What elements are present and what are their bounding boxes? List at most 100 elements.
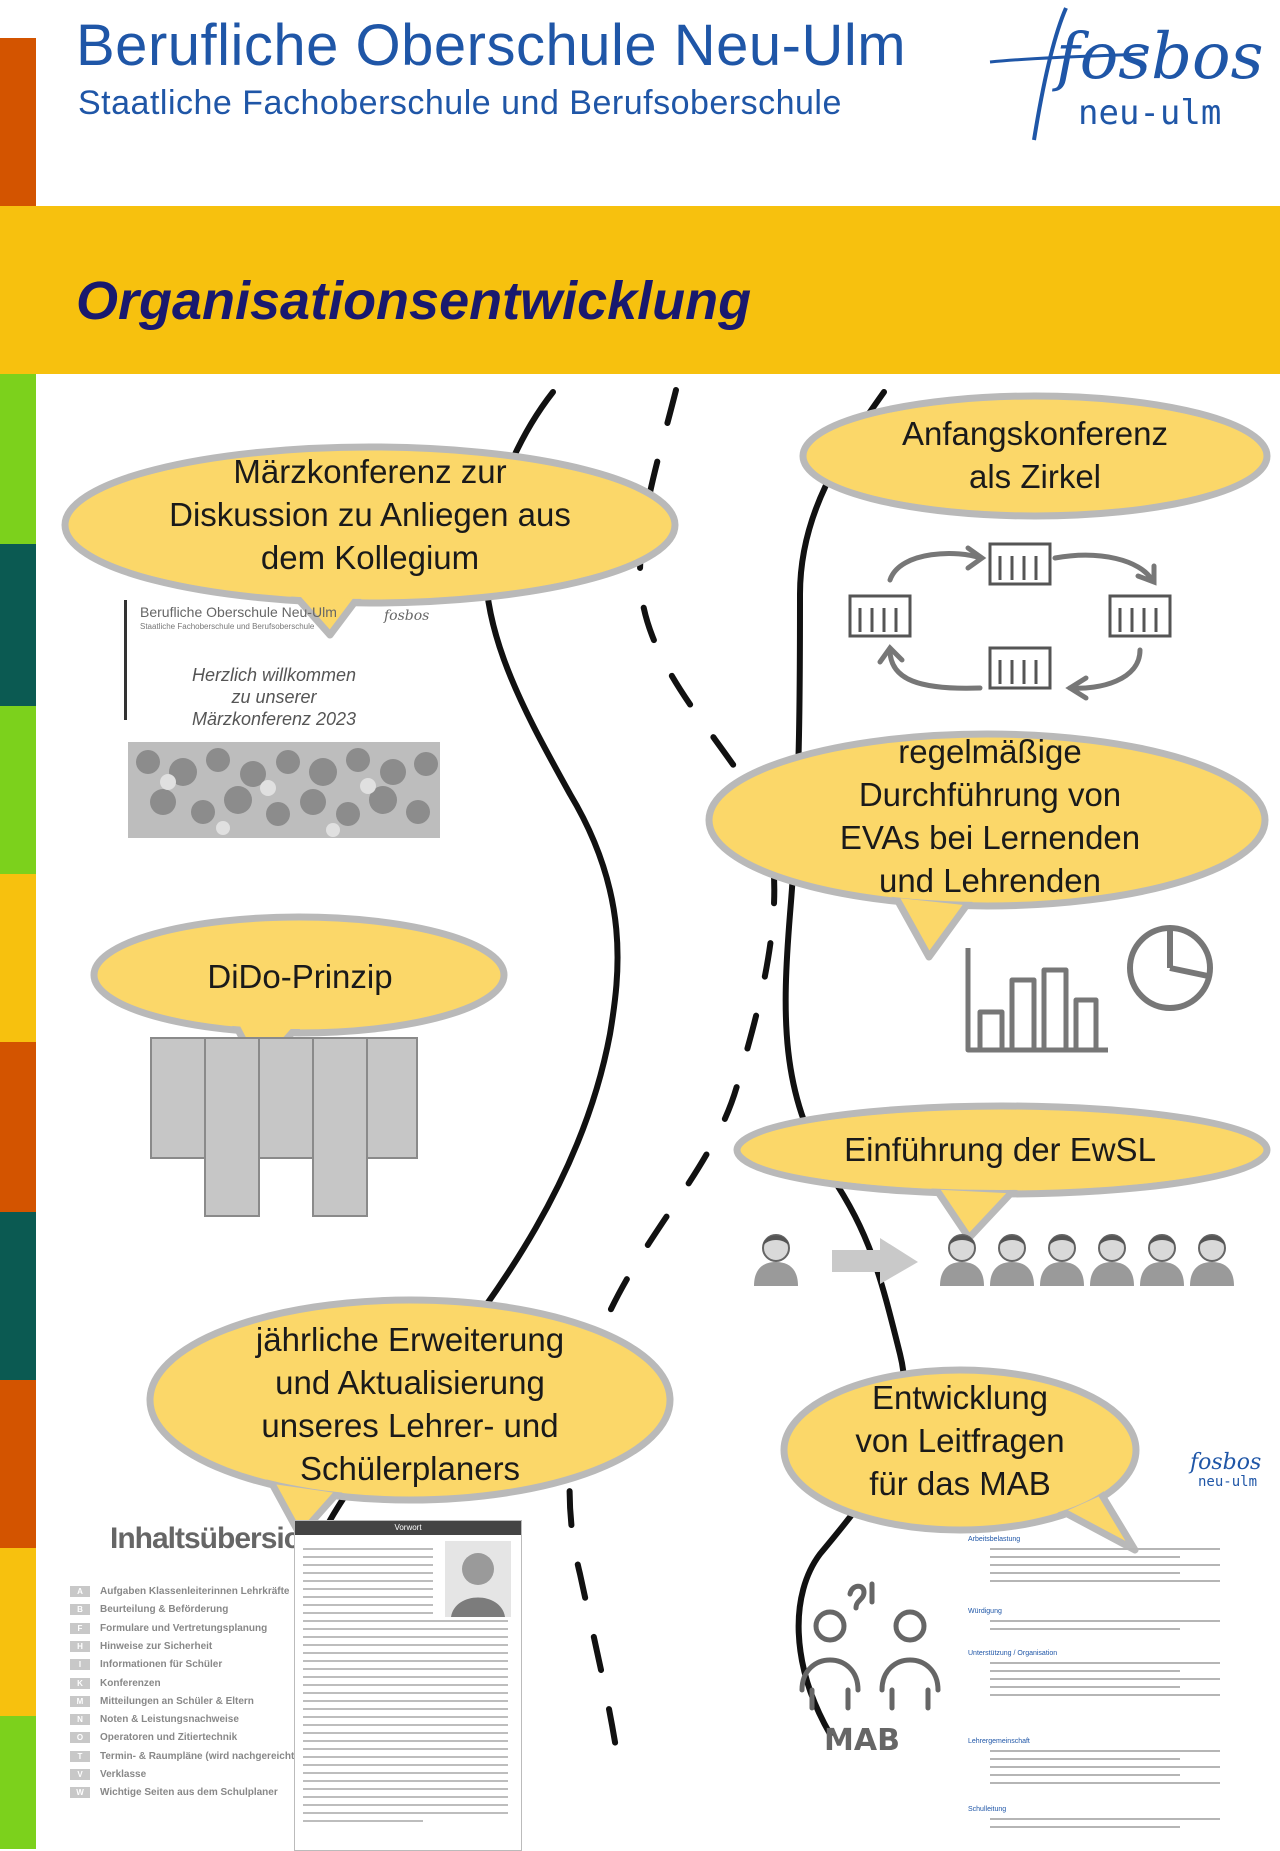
toc-item: I Informationen für Schüler (70, 1659, 222, 1670)
fosbos-logo: fosbos neu-ulm (989, 7, 1263, 141)
mab-text-line (990, 1564, 1220, 1566)
mab-text-line (990, 1686, 1180, 1688)
invitation-slide: Berufliche Oberschule Neu-Ulm Staatliche… (124, 600, 444, 840)
toc-item: T Termin- & Raumpläne (wird nachgereicht) (70, 1750, 298, 1762)
toc-item: B Beurteilung & Beförderung (70, 1604, 228, 1615)
mab-text-line (990, 1628, 1180, 1630)
mab-text-line (990, 1620, 1220, 1622)
toc-item-label: Hinweise zur Sicherheit (100, 1641, 213, 1653)
side-stripe-8 (0, 1380, 36, 1548)
bubble-leitfragen (780, 1366, 1140, 1554)
page-title: Organisationsentwicklung (76, 271, 752, 331)
invitation-logo: fosbos (384, 608, 430, 624)
toc-item-key: K (70, 1677, 90, 1689)
toc-item: M Mitteilungen an Schüler & Eltern (70, 1695, 254, 1707)
bubble-ewsl (733, 1102, 1271, 1242)
mab-logo-top: fosbos (1190, 1450, 1262, 1475)
circle-arrows-icon (848, 542, 1172, 701)
vorwort-header: Vorwort (295, 1521, 521, 1535)
mab-section-heading: Schulleitung (968, 1806, 1007, 1813)
toc-item: N Noten & Leistungsnachweise (70, 1714, 239, 1725)
bubble-evas (705, 730, 1269, 961)
toc-item-label: Informationen für Schüler (100, 1659, 223, 1671)
toc-item-key: F (70, 1622, 90, 1634)
side-stripe-10 (0, 1716, 36, 1849)
toc-item-key: A (70, 1586, 90, 1597)
side-stripe-6 (0, 1042, 36, 1212)
mab-text-line (990, 1750, 1220, 1752)
toc-item-label: Noten & Leistungsnachweise (100, 1714, 239, 1726)
mab-section-heading: Lehrergemeinschaft (968, 1738, 1030, 1745)
arrow-right-icon (832, 1238, 918, 1284)
invitation-school-sub: Staatliche Fachoberschule und Berufsober… (140, 622, 315, 631)
mab-sketch-icon: MAB (799, 1581, 941, 1758)
logo-bottom-text: neu-ulm (1078, 93, 1221, 133)
logo-top-text: fosbos (1052, 20, 1263, 94)
toc-item-label: Verklasse (100, 1769, 147, 1781)
toc-item: V Verklasse (70, 1769, 146, 1780)
toc-item-label: Konferenzen (100, 1677, 161, 1689)
mab-text-line (990, 1662, 1220, 1664)
side-stripe-1 (0, 38, 36, 206)
toc-title: Inhaltsübersicht (110, 1522, 327, 1555)
side-stripe-7 (0, 1212, 36, 1380)
toc-item-label: Beurteilung & Beförderung (100, 1604, 229, 1616)
mab-text-line (990, 1818, 1220, 1820)
mab-document: fosbos neu-ulm (966, 1450, 1266, 1849)
mab-logo-bottom: neu-ulm (1198, 1474, 1258, 1490)
invitation-school: Berufliche Oberschule Neu-Ulm (140, 604, 337, 620)
toc-item-label: Operatoren und Zitiertechnik (100, 1732, 238, 1744)
bubble-ewsl-text: Einführung der EwSL (844, 1131, 1156, 1168)
bar-chart-icon (965, 948, 1108, 1053)
toc-item-key: N (70, 1714, 90, 1726)
mab-text-line (990, 1548, 1220, 1550)
mab-text-line (990, 1678, 1220, 1680)
toc-item-label: Aufgaben Klassenleiterinnen Lehrkräfte (100, 1586, 290, 1598)
toc-item-key: W (70, 1787, 90, 1799)
toc-item: H Hinweise zur Sicherheit (70, 1640, 213, 1653)
toc-item-label: Mitteilungen an Schüler & Eltern (100, 1695, 254, 1707)
bubble-dido (90, 913, 508, 1074)
mab-section-heading: Arbeitsbelastung (968, 1536, 1021, 1543)
vorwort-page: Vorwort (294, 1520, 522, 1851)
toc-item-key: T (70, 1750, 90, 1762)
bubble-planer (146, 1296, 674, 1539)
toc-item-key: V (70, 1769, 90, 1780)
side-stripe-9 (0, 1548, 36, 1716)
side-stripe-3 (0, 544, 36, 706)
mab-text-line (990, 1782, 1220, 1784)
mab-text-line (990, 1572, 1180, 1574)
side-stripe-2 (0, 374, 36, 544)
mab-text-line (990, 1774, 1180, 1776)
mab-section-heading: Würdigung (968, 1608, 1002, 1615)
mab-section-heading: Unterstützung / Organisation (968, 1650, 1058, 1657)
pie-chart-icon (1127, 925, 1213, 1011)
toc-item-key: I (70, 1659, 90, 1671)
toc-item-key: M (70, 1695, 90, 1707)
ewsl-people-diagram (753, 1234, 1235, 1287)
mab-text-line (990, 1670, 1180, 1672)
mab-text-line (990, 1580, 1220, 1582)
toc-item-key: H (70, 1640, 90, 1652)
dido-bars-diagram (150, 1037, 418, 1217)
title-banner (0, 206, 1280, 374)
toc-item-key: B (70, 1604, 90, 1616)
school-title: Berufliche Oberschule Neu-Ulm (76, 13, 907, 78)
mab-label: MAB (824, 1723, 900, 1758)
bubble-dido-text: DiDo-Prinzip (207, 958, 393, 995)
school-subtitle: Staatliche Fachoberschule und Berufsober… (78, 84, 842, 122)
person-icon (753, 1234, 799, 1287)
vorwort-text-lines (303, 1541, 511, 1822)
bubble-maerzkonferenz (61, 443, 679, 639)
toc-item: K Konferenzen (70, 1677, 161, 1689)
mab-text-line (990, 1758, 1180, 1760)
side-stripe-5 (0, 874, 36, 1042)
toc-item-label: Termin- & Raumpläne (wird nachgereicht) (100, 1750, 298, 1762)
